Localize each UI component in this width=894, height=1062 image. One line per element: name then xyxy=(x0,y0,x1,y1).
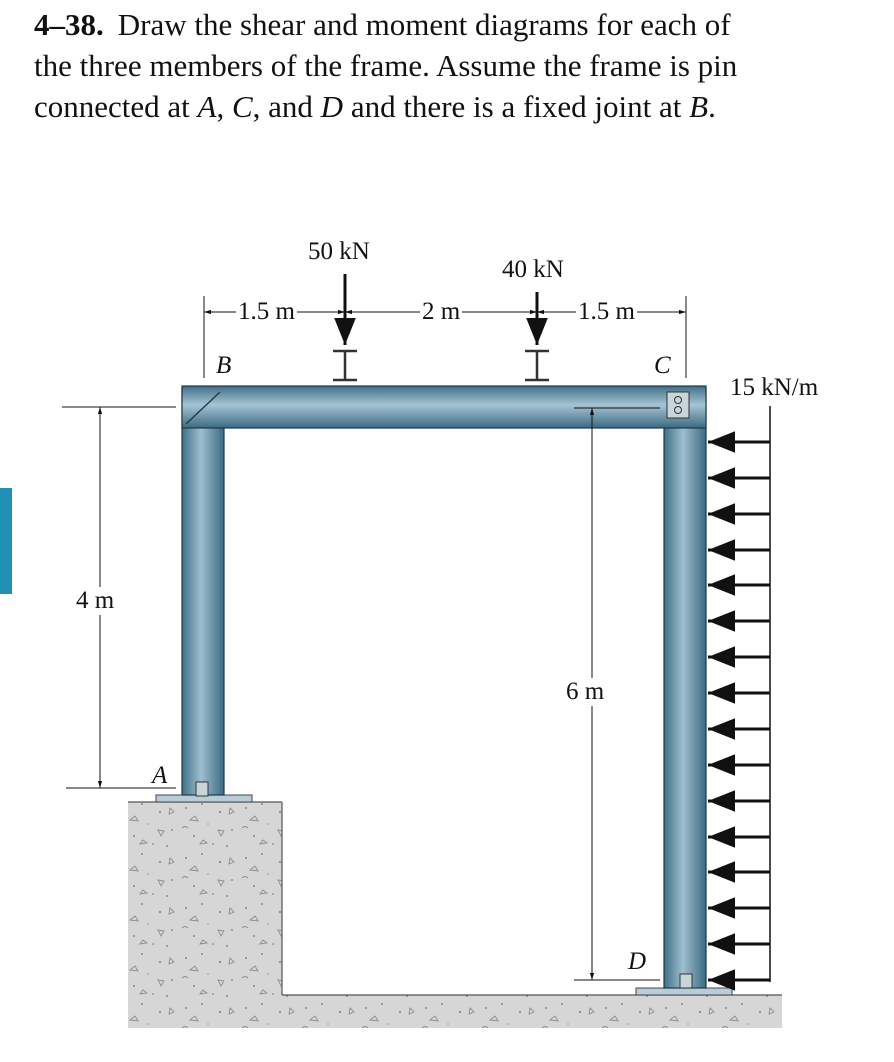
dim-label-4m: 4 m xyxy=(74,587,117,615)
problem-point-c: C xyxy=(231,89,253,124)
problem-line-3b: , and xyxy=(252,89,321,124)
point-label-d: D xyxy=(628,948,647,975)
top-beam xyxy=(181,385,707,429)
dim-label-6m: 6 m xyxy=(564,678,607,706)
dim-label-1-5m-left: 1.5 m xyxy=(236,298,297,326)
dim-label-2m: 2 m xyxy=(420,298,463,326)
pin-plate-a xyxy=(195,781,209,797)
base-plate-d xyxy=(635,987,733,996)
point-label-b: B xyxy=(216,352,232,379)
distributed-load-arrows xyxy=(708,431,770,991)
pin-bolt-c2 xyxy=(674,406,682,414)
i-section-50kn xyxy=(333,349,357,382)
problem-period: . xyxy=(708,89,716,124)
distributed-load-label: 15 kN/m xyxy=(730,374,819,401)
page-side-tab[interactable] xyxy=(0,488,12,594)
point-label-c: C xyxy=(654,352,671,379)
problem-comma: , xyxy=(216,89,232,124)
problem-line-3c: and there is a fixed joint at xyxy=(343,89,690,124)
i-section-40kn xyxy=(525,349,549,382)
load-label-50kn: 50 kN xyxy=(308,238,370,265)
pin-bolt-c1 xyxy=(674,396,682,404)
pin-plate-c xyxy=(666,391,690,419)
problem-point-b: B xyxy=(689,89,709,124)
left-column xyxy=(181,387,225,796)
point-label-a: A xyxy=(152,762,168,789)
right-column xyxy=(663,387,707,989)
problem-number: 4–38. xyxy=(34,7,104,42)
problem-point-a: A xyxy=(197,89,217,124)
fixed-joint-b-line xyxy=(185,391,221,425)
problem-point-d: D xyxy=(320,89,344,124)
problem-line-3a: connected at xyxy=(34,89,198,124)
problem-line-2: the three members of the frame. Assume t… xyxy=(34,48,738,83)
dim-label-1-5m-right: 1.5 m xyxy=(576,298,637,326)
load-label-40kn: 40 kN xyxy=(502,256,564,283)
pin-plate-d xyxy=(679,973,693,989)
problem-line-1: Draw the shear and moment diagrams for e… xyxy=(117,7,731,42)
left-ground-block xyxy=(128,802,782,1028)
problem-statement: 4–38. Draw the shear and moment diagrams … xyxy=(34,4,884,127)
